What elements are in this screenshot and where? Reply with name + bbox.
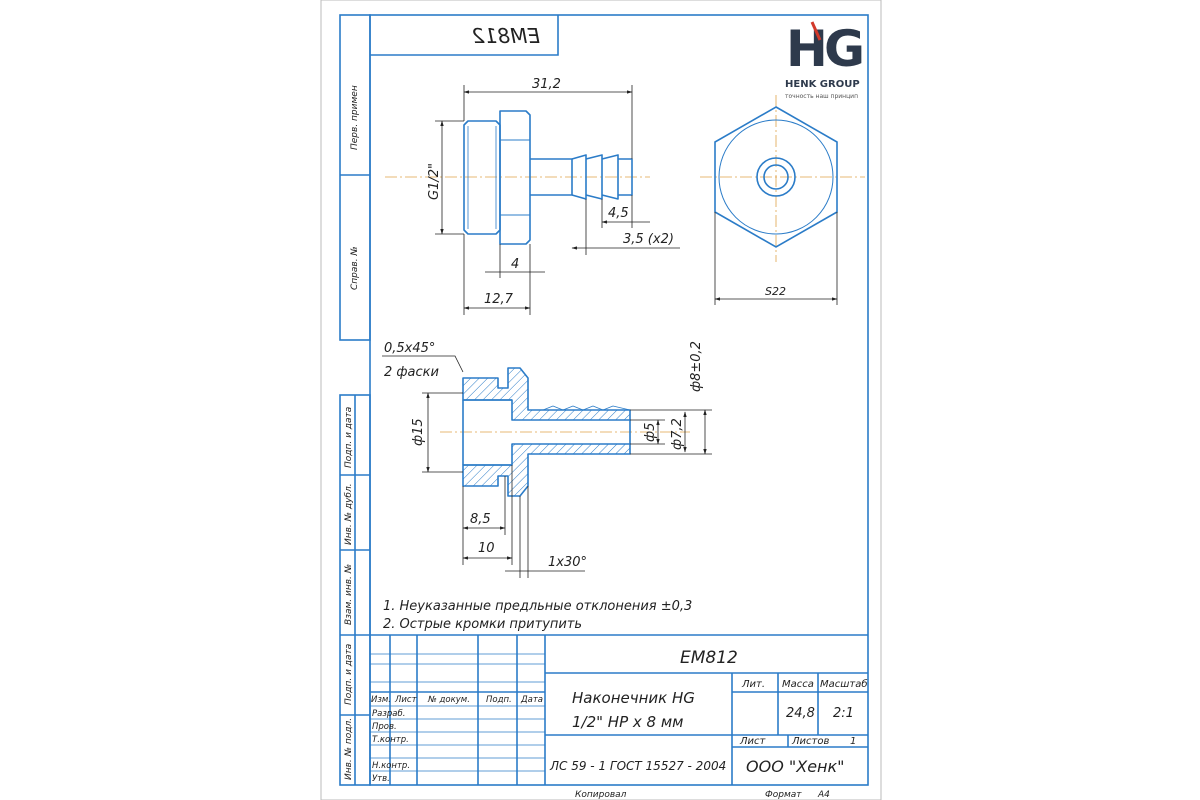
tb-mass-label: Масса — [782, 679, 814, 690]
section-view — [462, 367, 631, 497]
logo-accent-stroke — [810, 21, 822, 41]
dimension-texts: 31,2 G1/2" 4,5 3,5 (x2) 4 12,7 S22 0,5x4… — [384, 77, 786, 570]
tb-row-tkontr: Т.контр. — [372, 735, 409, 745]
tb-doc-code: EM812 — [680, 648, 738, 668]
tb-row-razrab: Разраб. — [372, 709, 405, 719]
note-2: 2. Острые кромки притупить — [383, 617, 582, 632]
side-label-sprav: Справ. № — [350, 246, 360, 290]
side-label-podp-data-1: Подп. и дата — [344, 407, 354, 468]
tb-row-nkontr: Н.контр. — [372, 761, 410, 771]
dim-10: 10 — [478, 541, 495, 556]
tb-col-data: Дата — [520, 695, 543, 705]
side-label-perv-primen: Перв. примен — [350, 85, 360, 150]
dim-d15: ф15 — [411, 418, 426, 446]
note-1: 1. Неуказанные предльные отклонения ±0,3 — [383, 599, 692, 614]
logo-company: HENK GROUP — [785, 79, 860, 90]
tb-col-dokum: № докум. — [427, 695, 470, 705]
tb-sheets-value: 1 — [850, 736, 856, 747]
tb-scale-label: Масштаб — [820, 678, 868, 690]
title-block: EM812 Наконечник HG 1/2" НР х 8 мм ЛС 59… — [371, 648, 868, 800]
tb-lit-label: Лит. — [741, 679, 765, 690]
centerlines — [385, 95, 865, 433]
tb-col-podp: Подп. — [486, 695, 512, 705]
dim-8-5: 8,5 — [470, 512, 491, 527]
dim-s22: S22 — [765, 285, 786, 298]
dim-d7-2: ф7,2 — [670, 418, 685, 450]
tb-sheets-label: Листов — [791, 736, 829, 747]
dim-1x30: 1x30° — [548, 555, 587, 570]
dim-12-7: 12,7 — [484, 292, 514, 307]
dim-4-5: 4,5 — [608, 206, 629, 221]
tb-format-value: А4 — [817, 790, 830, 800]
side-view-part — [463, 110, 633, 245]
tb-col-list: Лист — [394, 695, 418, 705]
tb-material: ЛС 59 - 1 ГОСТ 15527 - 2004 — [549, 759, 726, 773]
tb-col-izm: Изм. — [371, 695, 391, 705]
tb-part-name-1: Наконечник HG — [572, 689, 695, 707]
side-label-podp-data-2: Подп. и дата — [344, 644, 354, 705]
tb-row-prov: Пров. — [372, 722, 397, 732]
dim-d5: ф5 — [643, 423, 658, 442]
side-labels: Перв. примен Справ. № Подп. и дата Инв. … — [344, 85, 360, 780]
side-label-vzam-inv: Взам. инв. № — [344, 564, 354, 625]
side-label-inv-dubl: Инв. № дубл. — [344, 483, 354, 545]
dim-d8: ф8±0,2 — [689, 341, 704, 392]
tb-part-name-2: 1/2" НР х 8 мм — [572, 713, 684, 731]
title-block-thin-rows — [370, 653, 545, 772]
dim-31-2: 31,2 — [532, 77, 561, 92]
dim-g12: G1/2" — [427, 163, 442, 200]
tb-sheet-label: Лист — [739, 736, 767, 747]
logo-mark-g: G — [824, 20, 865, 78]
front-view-hex — [714, 106, 838, 248]
dim-chamfer: 0,5x45° — [384, 341, 435, 356]
tb-row-utv: Утв. — [372, 774, 390, 784]
dim-3-5: 3,5 (x2) — [623, 232, 674, 247]
tb-company: ООО "Хенк" — [746, 757, 845, 776]
tb-kopiroval: Копировал — [575, 790, 627, 800]
technical-notes: 1. Неуказанные предльные отклонения ±0,3… — [383, 599, 692, 632]
tb-format-label: Формат — [765, 790, 802, 800]
tb-scale-value: 2:1 — [833, 706, 854, 721]
company-logo: H G HENK GROUP точность наш принцип — [785, 20, 865, 100]
tb-mass-value: 24,8 — [786, 706, 815, 721]
drawing-frame — [339, 14, 869, 786]
side-label-inv-podl: Инв. № подл. — [344, 718, 354, 780]
top-code-mirrored: EM812 — [472, 24, 540, 48]
page-border — [320, 0, 882, 800]
dim-chamfer-note: 2 фаски — [384, 365, 439, 380]
dim-4: 4 — [511, 257, 519, 272]
logo-mark-h: H — [786, 20, 828, 78]
logo-tagline: точность наш принцип — [785, 93, 858, 100]
dimension-lines — [382, 85, 838, 578]
